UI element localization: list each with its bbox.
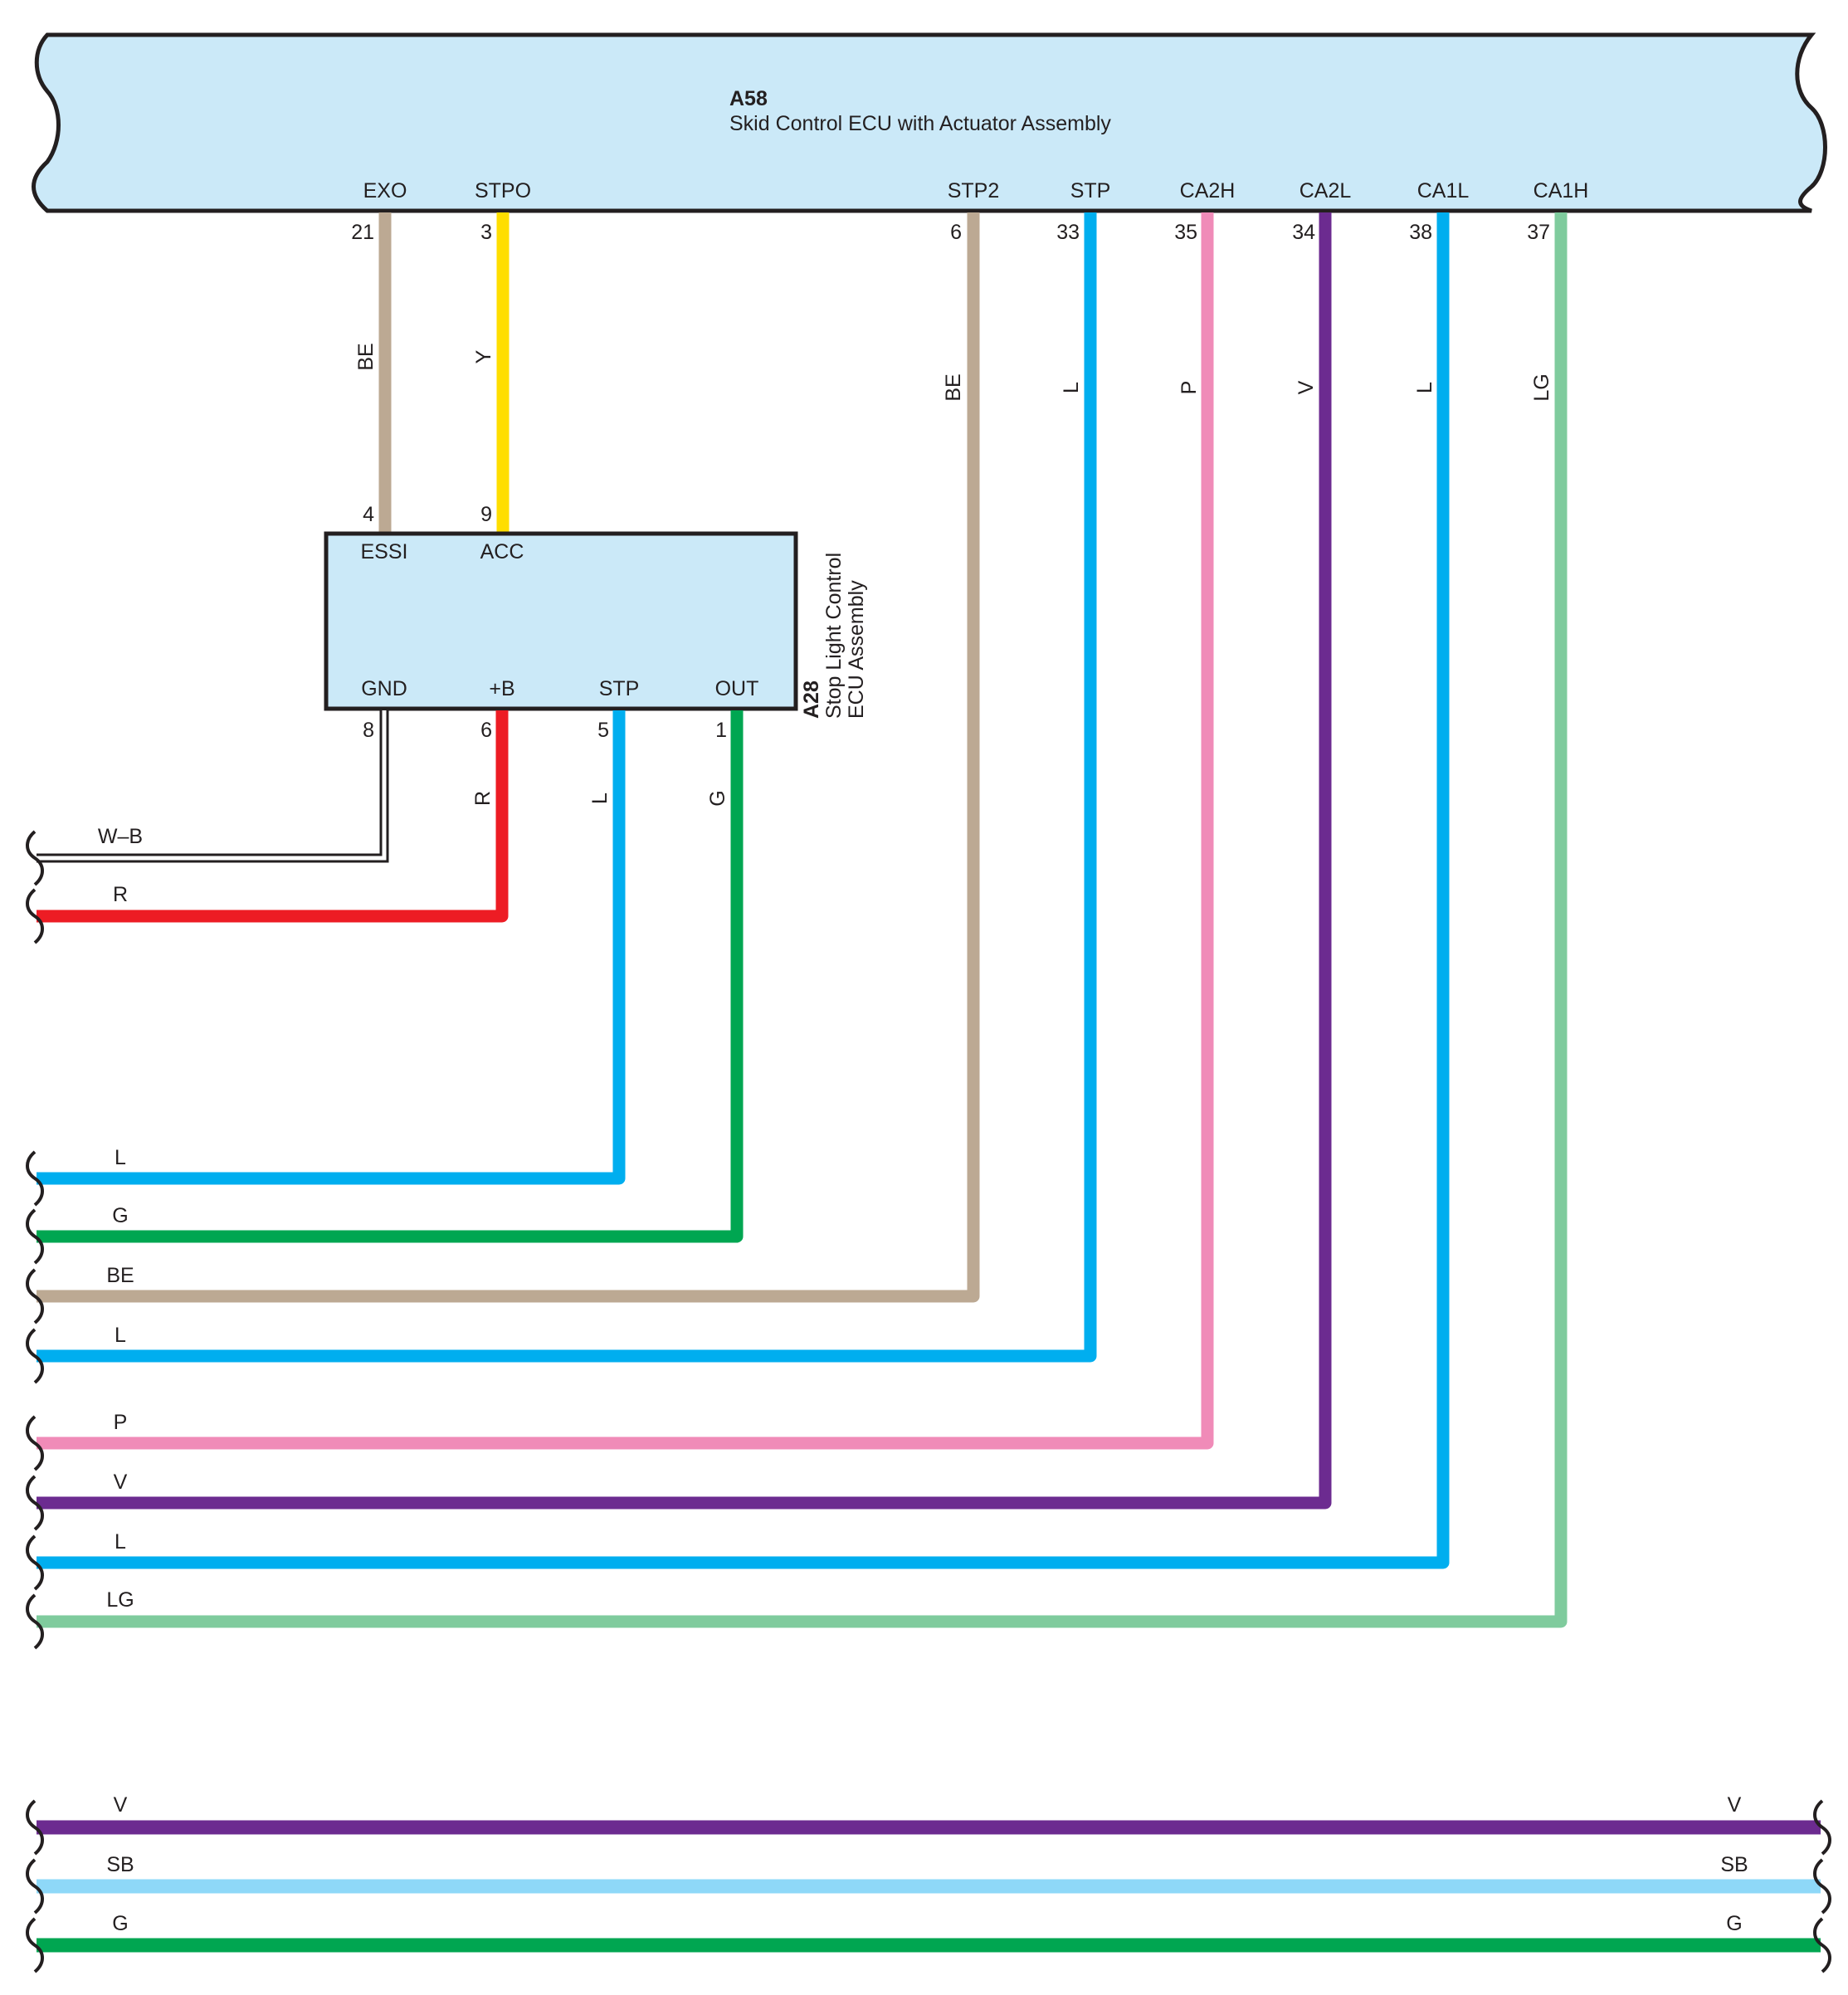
wire-label-ca2h: P — [1178, 381, 1201, 395]
break-mark-stp-a28 — [26, 1150, 44, 1207]
wire-label-b-left: R — [113, 883, 128, 906]
break-mark-through-g-right — [1813, 1917, 1831, 1973]
break-mark-through-g-left — [26, 1917, 44, 1973]
wire-label-exo: BE — [354, 343, 378, 370]
a58-pin-number-ca1l: 38 — [1409, 221, 1432, 244]
wire-stp-a28 — [37, 710, 626, 1185]
a58-pin-stpo: STPO — [475, 179, 531, 202]
a28-pin-stp: STP — [599, 677, 640, 700]
break-mark-gnd — [26, 830, 44, 886]
wire-label-out-left: G — [112, 1204, 128, 1227]
wire-label-stp2-left: BE — [106, 1264, 134, 1287]
a28-pin-acc: ACC — [480, 540, 524, 563]
break-mark-through-v-right — [1813, 1799, 1831, 1856]
wire-stp — [37, 212, 1097, 1363]
through-wire-v-label-right: V — [1728, 1793, 1742, 1817]
through-wire-g-label-left: G — [112, 1912, 128, 1935]
break-mark-through-v-left — [26, 1799, 44, 1856]
wire-label-stp-a28: L — [588, 793, 612, 804]
a58-pin-stp: STP — [1070, 179, 1111, 202]
a28-pin-number-acc: 9 — [480, 503, 492, 526]
wire-b — [37, 710, 509, 923]
break-mark-through-sb-left — [26, 1858, 44, 1915]
a58-pin-number-exo: 21 — [351, 221, 374, 244]
a58-pin-exo: EXO — [363, 179, 407, 202]
a58-pin-number-ca2h: 35 — [1174, 221, 1197, 244]
a28-name-line1: Stop Light Control — [822, 553, 846, 719]
break-mark-out — [26, 1208, 44, 1265]
break-mark-b — [26, 888, 44, 944]
a28-ecu-body — [324, 531, 798, 711]
wire-label-stpo: Y — [472, 349, 495, 363]
a58-pin-ca2h: CA2H — [1180, 179, 1236, 202]
through-wire-sb-label-left: SB — [106, 1853, 134, 1876]
wire-label-b: R — [471, 791, 495, 806]
a28-pin-out: OUT — [715, 677, 759, 700]
a28-pin-gnd: GND — [361, 677, 407, 700]
break-mark-ca2l — [26, 1475, 44, 1531]
a28-pin-number-gnd: 8 — [363, 719, 374, 742]
a28-name-line2: ECU Assembly — [845, 580, 868, 719]
wire-ca1h — [37, 212, 1568, 1628]
wire-label-ca1l: L — [1413, 382, 1436, 393]
a28-pin-essi: ESSI — [361, 540, 408, 563]
a58-code: A58 — [729, 87, 768, 110]
wire-out — [37, 710, 744, 1243]
wire-label-ca1h: LG — [1530, 373, 1553, 401]
a58-pin-ca2l: CA2L — [1299, 179, 1352, 202]
a28-pin-number-b: 6 — [480, 719, 492, 742]
wire-label-stp2: BE — [942, 373, 965, 401]
a58-pin-ca1l: CA1L — [1417, 179, 1470, 202]
wire-label-out: G — [706, 790, 729, 806]
a58-pin-number-ca2l: 34 — [1292, 221, 1315, 244]
break-marks — [26, 830, 1831, 1973]
wire-label-stp-a28-left: L — [115, 1146, 126, 1169]
wire-stp2 — [37, 212, 980, 1303]
wire-gnd-wb-inner — [37, 710, 387, 861]
a58-pin-number-stpo: 3 — [480, 221, 492, 244]
through-wire-sb-label-right: SB — [1720, 1853, 1748, 1876]
wire-label-stp: L — [1060, 382, 1083, 393]
a58-pin-number-stp2: 6 — [950, 221, 962, 244]
wire-gnd-wb — [37, 710, 389, 863]
wire-ca2h — [37, 212, 1214, 1450]
break-mark-stp — [26, 1328, 44, 1384]
break-mark-ca1l — [26, 1534, 44, 1591]
wire-label-ca1h-left: LG — [106, 1588, 134, 1612]
a58-pin-number-stp: 33 — [1056, 221, 1080, 244]
a58-pin-ca1h: CA1H — [1533, 179, 1589, 202]
a28-pin-number-out: 1 — [715, 719, 727, 742]
wire-ca2l — [37, 212, 1332, 1510]
a28-pin-number-stp: 5 — [597, 719, 609, 742]
wire-label-ca2h-left: P — [114, 1411, 128, 1434]
wire-ca1l — [37, 212, 1450, 1569]
a58-pin-stp2: STP2 — [948, 179, 1000, 202]
through-wire-v-label-left: V — [114, 1793, 128, 1817]
wire-label-gnd-left: W–B — [98, 825, 143, 848]
break-mark-through-sb-right — [1813, 1858, 1831, 1915]
break-mark-ca1h — [26, 1593, 44, 1650]
wire-label-ca1l-left: L — [115, 1530, 126, 1554]
through-wire-g-label-right: G — [1726, 1912, 1742, 1935]
a28-label: A28 Stop Light Control ECU Assembly — [800, 553, 868, 719]
a28-pin-b: +B — [489, 677, 514, 700]
wire-label-ca2l: V — [1295, 380, 1318, 394]
a58-ecu-body — [32, 32, 1827, 213]
a28-code: A28 — [800, 680, 823, 719]
wire-label-stp-left: L — [115, 1324, 126, 1347]
wire-label-ca2l-left: V — [114, 1471, 128, 1494]
a58-name: Skid Control ECU with Actuator Assembly — [729, 112, 1111, 135]
a58-pin-number-ca1h: 37 — [1527, 221, 1550, 244]
break-mark-stp2 — [26, 1268, 44, 1324]
break-mark-ca2h — [26, 1415, 44, 1471]
a28-pin-number-essi: 4 — [363, 503, 374, 526]
